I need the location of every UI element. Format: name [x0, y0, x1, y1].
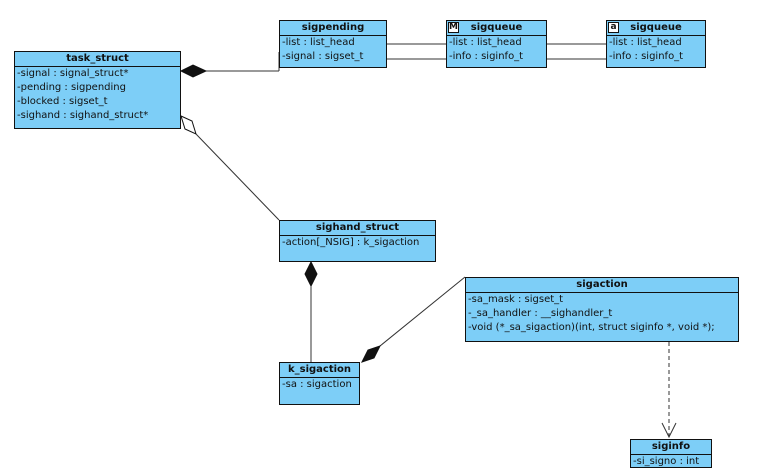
attribute: -list : list_head [609, 37, 682, 48]
attribute: -action[_NSIG] : k_sigaction [282, 237, 420, 248]
class-title: sigaction [466, 278, 738, 293]
attribute: -info : siginfo_t [609, 51, 684, 62]
aggregation-diamond-task [180, 115, 197, 135]
edge-task-sighand [195, 133, 280, 221]
class-sigaction[interactable]: sigaction -sa_mask : sigset_t -_sa_handl… [465, 277, 739, 342]
attribute: -void (*_sa_sigaction)(int, struct sigin… [468, 322, 715, 333]
stereotype-badge-icon: a [608, 22, 619, 33]
class-title: sigpending [280, 21, 386, 36]
class-title: a sigqueue [607, 21, 705, 36]
attribute: -list : list_head [449, 37, 522, 48]
attribute: -sighand : sighand_struct* [17, 110, 149, 121]
attribute: -signal : sigset_t [282, 51, 364, 62]
class-task-struct[interactable]: task_struct -signal : signal_struct* -pe… [14, 51, 181, 129]
attribute: -pending : sigpending [17, 82, 126, 93]
attribute: -info : siginfo_t [449, 51, 524, 62]
class-k-sigaction[interactable]: k_sigaction -sa : sigaction [279, 362, 360, 405]
class-name: sigqueue [470, 22, 523, 33]
class-sigpending[interactable]: sigpending -list : list_head -signal : s… [279, 20, 387, 68]
attribute: -sa : sigaction [282, 379, 352, 390]
class-sigqueue-first[interactable]: M sigqueue -list : list_head -info : sig… [446, 20, 547, 68]
composition-diamond-task [179, 64, 208, 78]
class-siginfo[interactable]: siginfo -si_signo : int [630, 439, 712, 468]
class-sigqueue-second[interactable]: a sigqueue -list : list_head -info : sig… [606, 20, 706, 68]
dependency-arrowhead [661, 422, 677, 439]
class-title: task_struct [15, 52, 180, 67]
attribute: -list : list_head [282, 37, 355, 48]
stereotype-badge-icon: M [448, 22, 459, 33]
class-title: siginfo [631, 440, 711, 455]
composition-diamond-sigaction [361, 345, 381, 363]
class-sighand-struct[interactable]: sighand_struct -action[_NSIG] : k_sigact… [279, 220, 436, 262]
class-title: M sigqueue [447, 21, 546, 36]
attribute: -blocked : sigset_t [17, 96, 108, 107]
attribute: -sa_mask : sigset_t [468, 294, 564, 305]
attribute: -si_signo : int [633, 456, 700, 467]
class-title: sighand_struct [280, 221, 435, 236]
class-name: sigqueue [630, 22, 682, 33]
composition-diamond-sighand [304, 260, 318, 288]
edge-sigaction-ksigaction [379, 276, 466, 347]
class-title: k_sigaction [280, 363, 359, 378]
attribute: -signal : signal_struct* [17, 68, 129, 79]
attribute: -_sa_handler : __sighandler_t [468, 308, 613, 319]
